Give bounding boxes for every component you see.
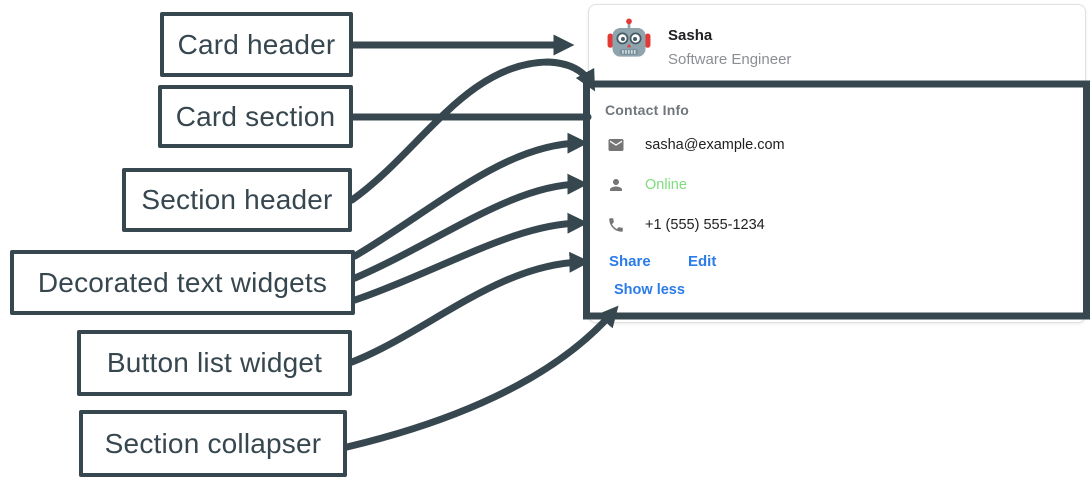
label-card-section: Card section: [158, 85, 353, 148]
mail-icon: [607, 136, 625, 154]
arrow-button-list: [348, 251, 591, 366]
label-button-list-widget-text: Button list widget: [106, 347, 323, 378]
card-header: Sasha Software Engineer: [589, 5, 1085, 85]
share-button[interactable]: Share: [609, 253, 651, 270]
label-section-collapser: Section collapser: [79, 410, 347, 477]
arrow-decorated-email: [351, 132, 589, 260]
phone-icon: [607, 216, 625, 234]
person-icon: [607, 176, 625, 194]
edit-button[interactable]: Edit: [688, 253, 717, 270]
phone-row: +1 (555) 555-1234: [607, 214, 765, 236]
arrow-decorated-status: [351, 173, 589, 282]
arrow-decorated-phone: [351, 212, 589, 304]
person-subtitle: Software Engineer: [668, 51, 792, 68]
label-section-header-text: Section header: [141, 184, 333, 215]
email-text: sasha@example.com: [645, 137, 785, 153]
phone-text: +1 (555) 555-1234: [645, 217, 765, 233]
label-card-section-text: Card section: [175, 100, 336, 132]
show-less-button[interactable]: Show less: [614, 282, 685, 298]
label-decorated-text-widgets-text: Decorated text widgets: [37, 266, 328, 298]
status-text: Online: [645, 177, 687, 193]
arrow-section-header: [348, 58, 596, 204]
status-row: Online: [607, 174, 687, 196]
section-header-title: Contact Info: [605, 102, 690, 118]
email-row: sasha@example.com: [607, 134, 785, 156]
label-decorated-text-widgets: Decorated text widgets: [10, 250, 355, 315]
robot-avatar-icon: [607, 17, 651, 61]
arrow-section-collapser: [343, 305, 619, 451]
label-section-header: Section header: [122, 168, 352, 232]
label-button-list-widget: Button list widget: [77, 330, 352, 396]
label-section-collapser-text: Section collapser: [104, 427, 322, 459]
contact-card: Sasha Software Engineer Contact Info sas…: [588, 4, 1086, 323]
person-name: Sasha: [668, 27, 713, 44]
label-card-header: Card header: [160, 12, 353, 77]
label-card-header-text: Card header: [177, 28, 336, 60]
